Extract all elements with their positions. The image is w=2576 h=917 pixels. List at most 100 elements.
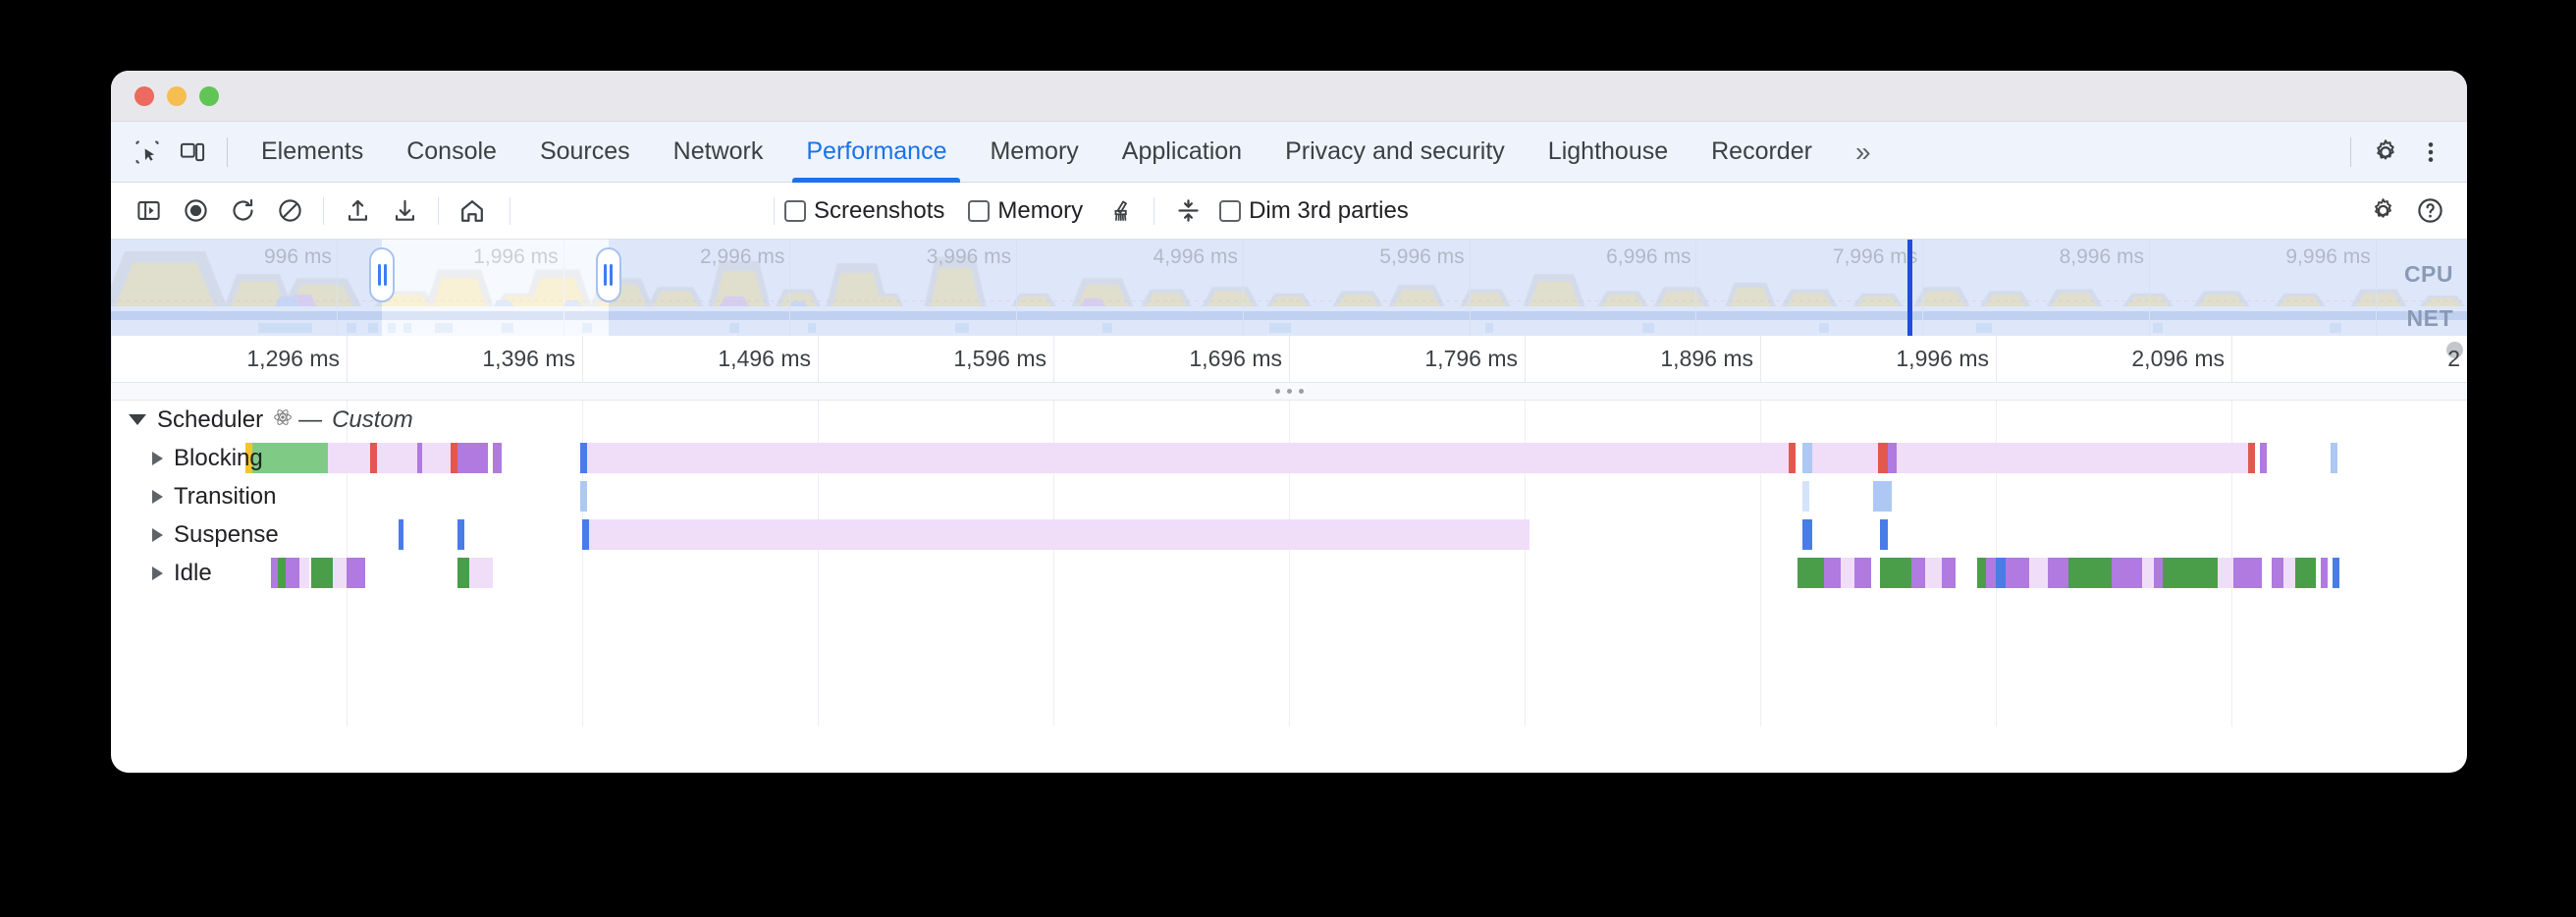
timeline-event[interactable] <box>2247 443 2255 473</box>
record-button[interactable] <box>172 189 219 233</box>
timeline-event[interactable] <box>1854 558 1871 588</box>
timeline-event[interactable] <box>370 443 378 473</box>
zoom-window-button[interactable] <box>199 85 219 106</box>
track-label-idle[interactable]: Idle <box>152 554 212 592</box>
tab-lighthouse[interactable]: Lighthouse <box>1547 137 1669 165</box>
timeline-event[interactable] <box>327 443 370 473</box>
timeline-event[interactable] <box>2111 558 2142 588</box>
reload-and-record-button[interactable] <box>219 189 266 233</box>
minimize-window-button[interactable] <box>167 85 187 106</box>
timeline-event[interactable] <box>456 443 464 473</box>
overview-window-right-handle[interactable] <box>595 247 621 302</box>
timeline-event[interactable] <box>311 558 333 588</box>
help-icon[interactable] <box>2406 189 2453 233</box>
tab-network[interactable]: Network <box>672 137 764 165</box>
save-profile-button[interactable] <box>381 189 428 233</box>
screenshots-checkbox[interactable]: Screenshots <box>784 197 944 225</box>
memory-checkbox-box[interactable] <box>968 199 991 222</box>
timeline-event[interactable] <box>1976 558 1987 588</box>
timeline-event[interactable] <box>1811 443 1878 473</box>
timeline-event[interactable] <box>1798 558 1824 588</box>
screenshots-checkbox-box[interactable] <box>784 199 806 222</box>
inspect-element-icon[interactable] <box>125 130 170 175</box>
timeline-event[interactable] <box>1880 519 1888 550</box>
more-tabs-button[interactable]: » <box>1854 135 1871 167</box>
timeline-event[interactable] <box>1802 443 1812 473</box>
timeline-event[interactable] <box>1897 443 2248 473</box>
track-row-idle[interactable]: Idle <box>111 554 2467 592</box>
timeline-event[interactable] <box>398 519 403 550</box>
chevron-down-icon[interactable] <box>129 414 146 425</box>
timeline-event[interactable] <box>417 443 422 473</box>
timeline-event[interactable] <box>2068 558 2112 588</box>
timeline-event[interactable] <box>2047 558 2069 588</box>
timeline-event[interactable] <box>278 558 286 588</box>
timeline-overview[interactable]: 996 ms1,996 ms2,996 ms3,996 ms4,996 ms5,… <box>111 240 2467 336</box>
capture-settings-icon[interactable] <box>2359 189 2406 233</box>
timeline-event[interactable] <box>332 558 347 588</box>
timeline-event[interactable] <box>1802 481 1810 512</box>
timeline-event[interactable] <box>2333 558 2340 588</box>
timeline-event[interactable] <box>299 558 309 588</box>
tab-elements[interactable]: Elements <box>261 137 364 165</box>
timeline-event[interactable] <box>285 558 299 588</box>
tab-memory[interactable]: Memory <box>990 137 1079 165</box>
timeline-ruler[interactable]: 1,196 ms1,296 ms1,396 ms1,496 ms1,596 ms… <box>111 336 2467 383</box>
timeline-event[interactable] <box>1788 443 1796 473</box>
timeline-event[interactable] <box>2321 558 2329 588</box>
load-profile-button[interactable] <box>334 189 381 233</box>
timeline-event[interactable] <box>2217 558 2234 588</box>
timeline-event[interactable] <box>456 558 469 588</box>
timeline-event[interactable] <box>586 443 1789 473</box>
toggle-sidebar-button[interactable] <box>125 189 172 233</box>
tab-recorder[interactable]: Recorder <box>1711 137 1812 165</box>
tab-performance[interactable]: Performance <box>784 122 968 183</box>
timeline-event[interactable] <box>2282 558 2295 588</box>
tab-application[interactable]: Application <box>1121 137 1243 165</box>
tab-console[interactable]: Console <box>406 137 497 165</box>
track-label-suspense[interactable]: Suspense <box>152 515 279 554</box>
timeline-event[interactable] <box>2005 558 2029 588</box>
dim-3rd-parties-checkbox-box[interactable] <box>1219 199 1242 222</box>
home-button[interactable] <box>449 189 496 233</box>
chevron-right-icon[interactable] <box>152 566 163 580</box>
track-label-blocking[interactable]: Blocking <box>152 439 263 477</box>
timeline-event[interactable] <box>589 519 1530 550</box>
settings-gear-icon[interactable] <box>2363 130 2408 175</box>
timeline-event[interactable] <box>492 443 503 473</box>
timeline-event[interactable] <box>2028 558 2048 588</box>
timeline-event[interactable] <box>1887 443 1898 473</box>
timeline-event[interactable] <box>1996 558 2006 588</box>
dim-3rd-parties-checkbox[interactable]: Dim 3rd parties <box>1219 197 1409 225</box>
track-row-blocking[interactable]: Blocking <box>111 439 2467 477</box>
clear-button[interactable] <box>266 189 313 233</box>
timeline-event[interactable] <box>2330 443 2337 473</box>
timeline-event[interactable] <box>1880 558 1911 588</box>
timeline-event[interactable] <box>468 558 493 588</box>
track-row-transition[interactable]: Transition <box>111 477 2467 515</box>
timeline-event[interactable] <box>1986 558 1996 588</box>
track-resize-handle[interactable] <box>111 383 2467 401</box>
chevron-right-icon[interactable] <box>152 527 163 542</box>
timeline-event[interactable] <box>1823 558 1841 588</box>
timeline-event[interactable] <box>450 443 457 473</box>
timeline-event[interactable] <box>579 481 587 512</box>
track-label-transition[interactable]: Transition <box>152 477 276 515</box>
timeline-event[interactable] <box>271 558 279 588</box>
timeline-event[interactable] <box>2271 558 2283 588</box>
timeline-event[interactable] <box>1925 558 1942 588</box>
more-options-icon[interactable] <box>2408 130 2453 175</box>
device-toolbar-icon[interactable] <box>170 130 215 175</box>
tab-privacy-and-security[interactable]: Privacy and security <box>1285 137 1505 165</box>
tab-sources[interactable]: Sources <box>539 137 630 165</box>
timeline-event[interactable] <box>464 443 488 473</box>
timeline-event[interactable] <box>1878 443 1888 473</box>
collapse-tracks-icon[interactable] <box>1164 189 1211 233</box>
timeline-event[interactable] <box>2163 558 2218 588</box>
timeline-event[interactable] <box>252 443 328 473</box>
close-window-button[interactable] <box>134 85 154 106</box>
timeline-event[interactable] <box>2153 558 2164 588</box>
vertical-scrollbar-thumb[interactable] <box>2446 342 2463 358</box>
timeline-event[interactable] <box>1941 558 1957 588</box>
